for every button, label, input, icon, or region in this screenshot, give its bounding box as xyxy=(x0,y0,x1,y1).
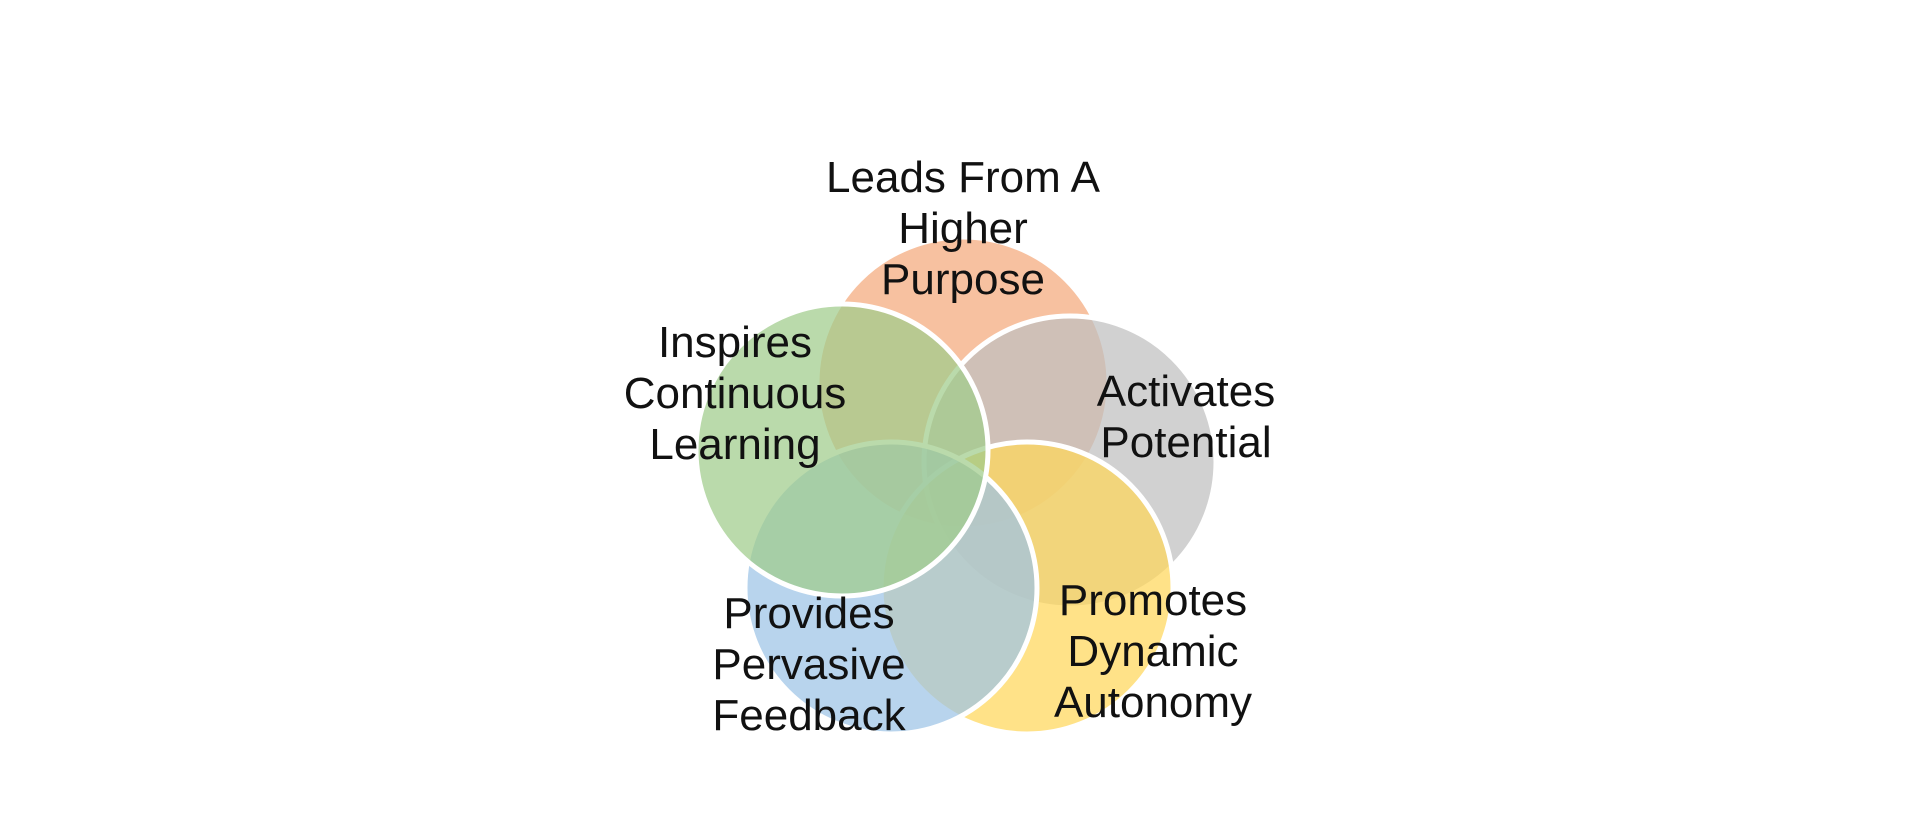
label-learning-line-1: Inspires xyxy=(657,318,813,367)
label-learning: Inspires Continuous Learning xyxy=(624,317,847,470)
label-autonomy-line-3: Autonomy xyxy=(1053,678,1253,727)
label-feedback-line-3: Feedback xyxy=(712,691,906,740)
label-potential-line-1: Activates xyxy=(1096,367,1276,416)
label-purpose: Leads From A Higher Purpose xyxy=(826,152,1100,305)
label-feedback-line-2: Pervasive xyxy=(712,640,906,689)
label-autonomy: Promotes Dynamic Autonomy xyxy=(1054,575,1252,728)
label-purpose-line-3: Purpose xyxy=(881,255,1045,304)
label-purpose-line-1: Leads From A xyxy=(826,153,1100,202)
label-feedback-line-1: Provides xyxy=(723,589,895,638)
label-potential: Activates Potential xyxy=(1097,366,1276,468)
label-autonomy-line-1: Promotes xyxy=(1058,576,1248,625)
label-feedback: Provides Pervasive Feedback xyxy=(712,588,905,741)
label-purpose-line-2: Higher xyxy=(898,204,1028,253)
label-learning-line-3: Learning xyxy=(649,420,821,469)
circle-learning xyxy=(693,301,991,599)
label-learning-line-2: Continuous xyxy=(623,369,847,418)
label-potential-line-2: Potential xyxy=(1100,418,1272,467)
label-autonomy-line-2: Dynamic xyxy=(1067,627,1239,676)
